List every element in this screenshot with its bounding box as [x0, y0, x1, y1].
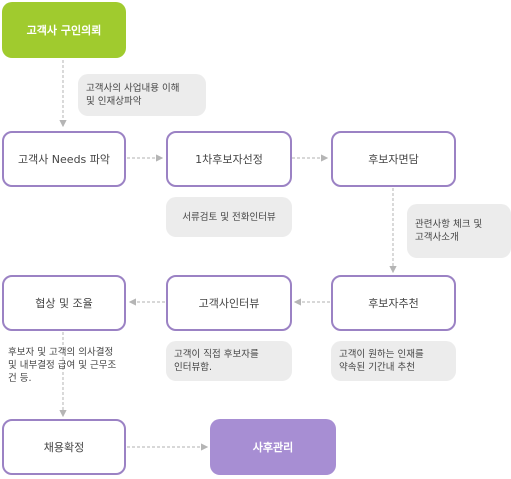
note-screening: 서류검토 및 전화인터뷰	[166, 197, 292, 237]
node-follow-up: 사후관리	[210, 419, 336, 475]
note-line: 약속된 기간내 추천	[339, 362, 415, 373]
node-hiring-confirmed: 채용확정	[2, 419, 126, 475]
note-recommend: 고객이 원하는 인재를 약속된 기간내 추천	[331, 341, 456, 381]
node-candidate-interview: 후보자면담	[331, 131, 456, 187]
node-client-interview: 고객사인터뷰	[166, 275, 292, 331]
note-line: 고객이 원하는 인재를	[339, 349, 424, 360]
node-negotiation: 협상 및 조율	[2, 275, 126, 331]
note-line: 건 등.	[8, 372, 32, 384]
note-direct-interview: 고객이 직접 후보자를 인터뷰함.	[166, 341, 292, 381]
node-needs-analysis: 고객사 Needs 파악	[2, 131, 126, 187]
node-first-selection: 1차후보자선정	[166, 131, 292, 187]
note-line: 인터뷰함.	[174, 362, 212, 373]
note-line: 관련사항 체크 및	[415, 219, 483, 230]
note-line: 및 내부결정 급여 및 근무조	[8, 359, 117, 371]
note-line: 고객사의 사업내용 이해	[86, 83, 180, 94]
node-candidate-recommend: 후보자추천	[331, 275, 456, 331]
note-line: 서류검토 및 전화인터뷰	[182, 211, 276, 223]
note-line: 및 인재상파악	[86, 96, 142, 107]
node-client-request: 고객사 구인의뢰	[2, 2, 126, 58]
note-check-intro: 관련사항 체크 및 고객사소개	[407, 204, 511, 258]
note-line: 후보자 및 고객의 의사결정	[8, 346, 114, 358]
note-line: 고객사소개	[415, 232, 459, 243]
note-decision: 후보자 및 고객의 의사결정 및 내부결정 급여 및 근무조 건 등.	[2, 341, 126, 389]
note-understand-business: 고객사의 사업내용 이해 및 인재상파악	[78, 74, 206, 116]
note-line: 고객이 직접 후보자를	[174, 349, 259, 360]
